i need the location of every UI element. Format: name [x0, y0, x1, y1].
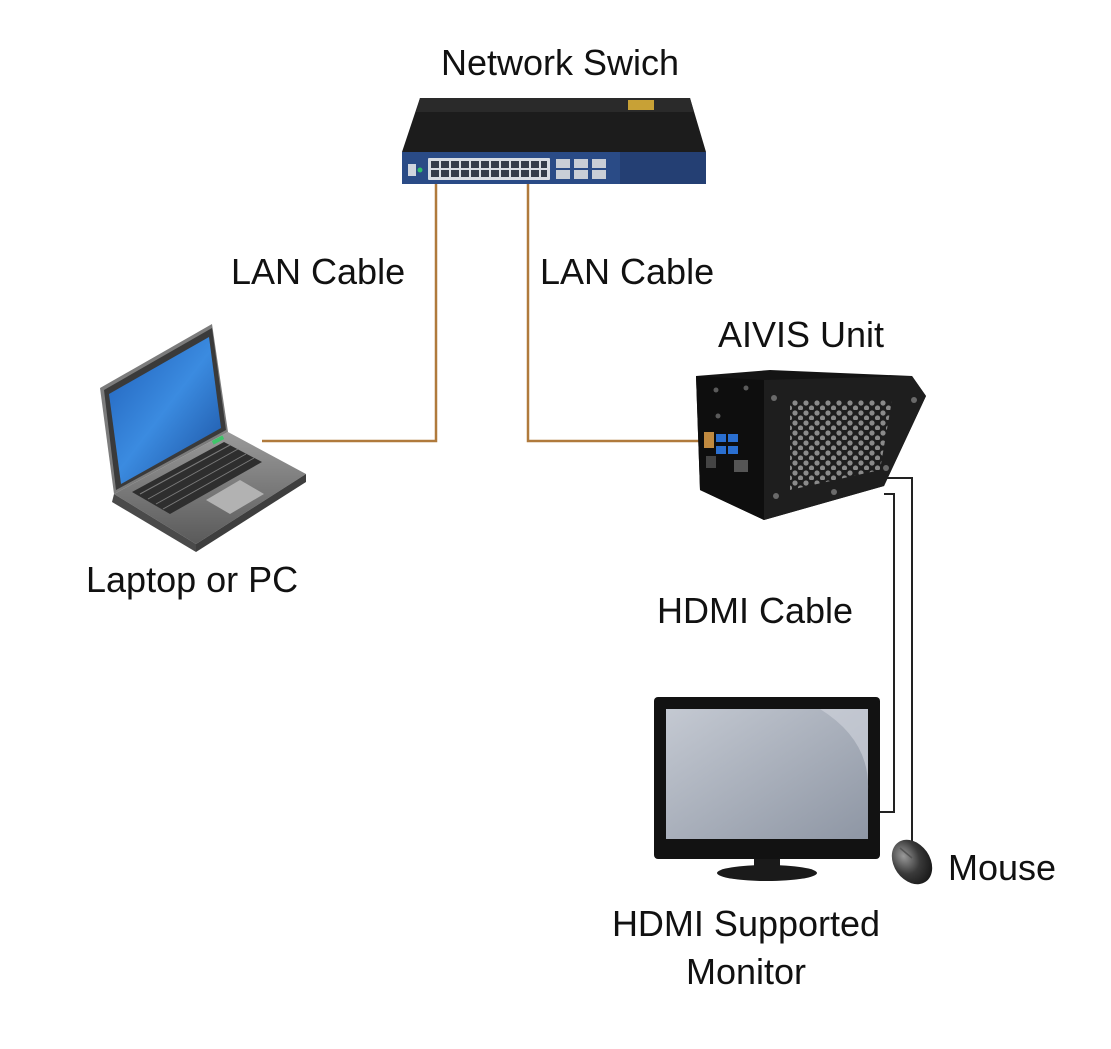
monitor-icon [654, 697, 880, 881]
monitor-label-line2: Monitor [685, 951, 807, 992]
mouse-cable [884, 477, 913, 842]
monitor-label-line1: HDMI Supported [611, 903, 881, 944]
lan-cable-left [262, 175, 438, 443]
hdmi-cable [878, 493, 895, 813]
laptop-icon [100, 324, 306, 552]
mouse-icon [891, 839, 933, 885]
network-switch-icon [402, 98, 706, 184]
lan-cable-left-label: LAN Cable [231, 251, 406, 292]
switch-label: Network Swich [441, 42, 680, 83]
aivis-unit-icon [696, 370, 926, 520]
hdmi-cable-label: HDMI Cable [657, 590, 854, 631]
aivis-unit-label: AIVIS Unit [718, 314, 885, 355]
laptop-label: Laptop or PC [86, 559, 299, 600]
lan-cable-right-label: LAN Cable [540, 251, 715, 292]
lan-cable-right [526, 175, 712, 443]
mouse-label: Mouse [948, 847, 1057, 888]
